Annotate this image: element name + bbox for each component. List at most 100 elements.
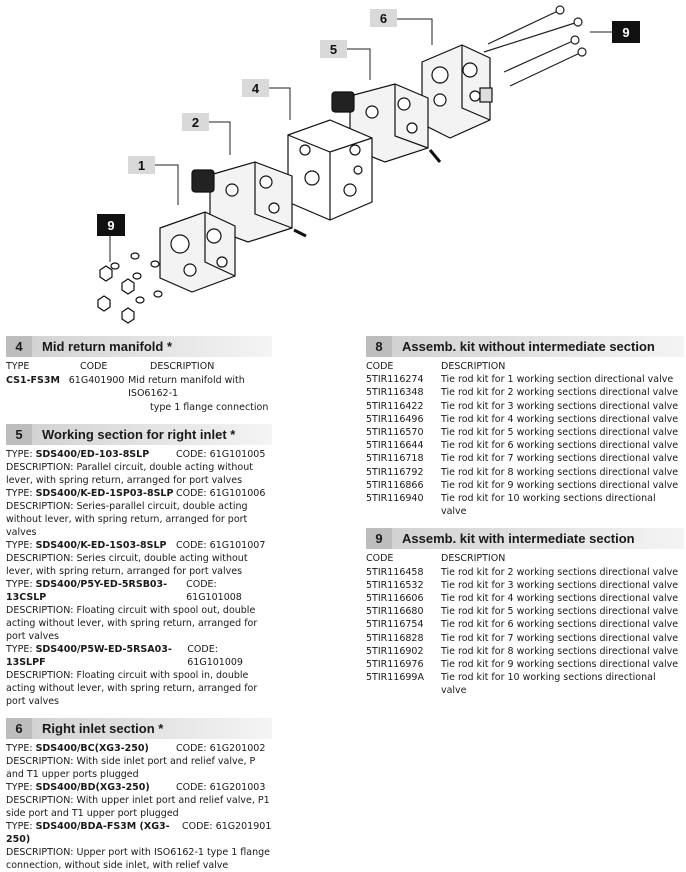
description: DESCRIPTION: With upper inlet port and r… [6,795,270,819]
code-value: CODE: 61G201003 [176,782,266,793]
description-cell: Tie rod kit for 3 working sections direc… [441,579,679,591]
inlet-section-1 [159,211,236,293]
code-cell: 5TIR116754 [366,619,424,631]
code-cell: 5TIR116274 [366,374,424,386]
section-number: 8 [366,336,392,357]
description-cell: Tie rod kit for 4 working sections direc… [441,413,679,425]
description-cell: Tie rod kit for 8 working sections direc… [441,645,679,657]
code-cell: 5TIR116680 [366,606,424,618]
description-cell: Tie rod kit for 2 working sections direc… [441,387,679,399]
code-cell: 5TIR116940 [366,493,424,505]
table-row: 5TIR116458 Tie rod kit for 2 working sect… [366,566,684,579]
description-cell: Tie rod kit for 4 working sections direc… [441,593,679,605]
code-header: CODE [366,553,394,565]
section-6-list: TYPE: SDS400/BC(XG3-250)CODE: 61G201002 … [6,742,272,872]
type-value: CS1-FS3M [6,374,60,386]
section-title: Working section for right inlet * [42,427,236,442]
description-cell: Tie rod kit for 10 working sections dire… [440,672,656,697]
description-cell: Tie rod kit for 8 working sections direc… [441,466,679,478]
type-value: SDS400/ED-103-8SLP [35,449,150,460]
code-cell: 5TIR116792 [366,466,424,478]
section-number: 6 [6,718,32,739]
table-row: 5TIR116792 Tie rod kit for 8 working sect… [366,466,684,479]
list-item: TYPE: SDS400/BD(XG3-250)CODE: 61G201003 … [6,781,272,820]
callout-4: 4 [242,79,269,97]
callout-6: 6 [370,9,397,27]
code-header: CODE [366,361,394,372]
type-value: SDS400/BD(XG3-250) [35,782,150,793]
section-title: Right inlet section * [42,721,164,736]
callout-2: 2 [182,113,209,131]
code-cell: 5TIR116496 [366,413,424,425]
description-cell: Tie rod kit for 7 working sections direc… [441,632,679,644]
code-cell: 5TIR116902 [366,645,424,657]
callout-9-tie-rods: 9 [612,21,640,43]
section-number: 4 [6,336,32,357]
type-value: SDS400/K-ED-1S03-8SLP [35,540,167,551]
description-cell: Tie rod kit for 6 working sections direc… [441,440,679,452]
section-title: Assemb. kit without intermediate section [402,339,655,354]
code-value: CODE: 61G201901 [182,821,272,832]
type-label: TYPE: [6,743,36,754]
callout-9-nuts: 9 [97,214,125,236]
description-header: DESCRIPTION [441,361,506,372]
section-4-table: TYPE CODE DESCRIPTION CS1-FS3M 61G401900… [6,360,272,414]
left-column: 4 Mid return manifold * TYPE CODE DESCRI… [6,336,272,872]
section-title: Mid return manifold * [42,339,172,354]
code-cell: 5TIR116458 [366,566,424,578]
section-5-header: 5 Working section for right inlet * [6,424,272,445]
code-cell: 5TIR116976 [366,659,424,671]
description-value: Mid return manifold with ISO6162-1 [128,374,245,400]
code-value: CODE: 61G101007 [176,540,266,551]
code-value: 61G401900 [68,374,125,386]
code-cell: 5TIR116348 [366,387,424,399]
code-value: CODE: 61G201002 [176,743,266,754]
table-header-row: CODE DESCRIPTION [366,360,684,373]
code-cell: 5TIR116718 [366,453,424,465]
section-9-header: 9 Assemb. kit with intermediate section [366,528,684,550]
table-row: 5TIR116940 Tie rod kit for 10 working sec… [366,492,684,518]
description-cell: Tie rod kit for 5 working sections direc… [441,427,679,439]
description-cell: Tie rod kit for 5 working sections direc… [441,606,679,618]
description-cell: Tie rod kit for 7 working sections direc… [441,453,679,465]
description: DESCRIPTION: Upper port with ISO6162-1 t… [6,847,270,871]
nuts-and-washers [97,252,163,324]
description: DESCRIPTION: Series-parallel circuit, do… [6,501,248,538]
code-cell: 5TIR116866 [366,479,424,491]
description-value-cont: type 1 flange connection [150,401,269,413]
section-number: 5 [6,424,32,445]
type-header: TYPE [6,361,30,372]
code-cell: 5TIR116532 [366,579,424,591]
description: DESCRIPTION: Series circuit, double acti… [6,553,248,577]
right-inlet-section [421,44,493,139]
code-value: CODE: 61G101008 [186,579,242,603]
description-cell: Tie rod kit for 10 working sections dire… [440,493,656,518]
description-cell: Tie rod kit for 2 working sections direc… [441,566,679,578]
mid-return-manifold [287,119,373,221]
working-section-2 [191,161,307,243]
callout-5: 5 [320,40,347,58]
list-item: TYPE: SDS400/BC(XG3-250)CODE: 61G201002 … [6,742,272,781]
code-cell: 5TIR11699A [366,672,424,684]
table-header-row: CODE DESCRIPTION [366,552,684,565]
type-value: SDS400/P5Y-ED-5RSB03-13CSLP [6,579,168,603]
leader-line-2 [205,121,231,155]
valve-assembly-illustration [97,5,612,324]
code-cell: 5TIR116606 [366,593,424,605]
description: DESCRIPTION: Parallel circuit, double ac… [6,462,253,486]
leader-line-6 [396,18,433,45]
table-row: 5TIR116496 Tie rod kit for 4 working sect… [366,413,684,426]
type-value: SDS400/K-ED-1SP03-8SLP [35,488,174,499]
list-item: TYPE: SDS400/BDA-FS3M (XG3-250)CODE: 61G… [6,820,272,872]
table-row: 5TIR116532 Tie rod kit for 3 working sect… [366,579,684,592]
code-value: CODE: 61G101005 [176,449,266,460]
